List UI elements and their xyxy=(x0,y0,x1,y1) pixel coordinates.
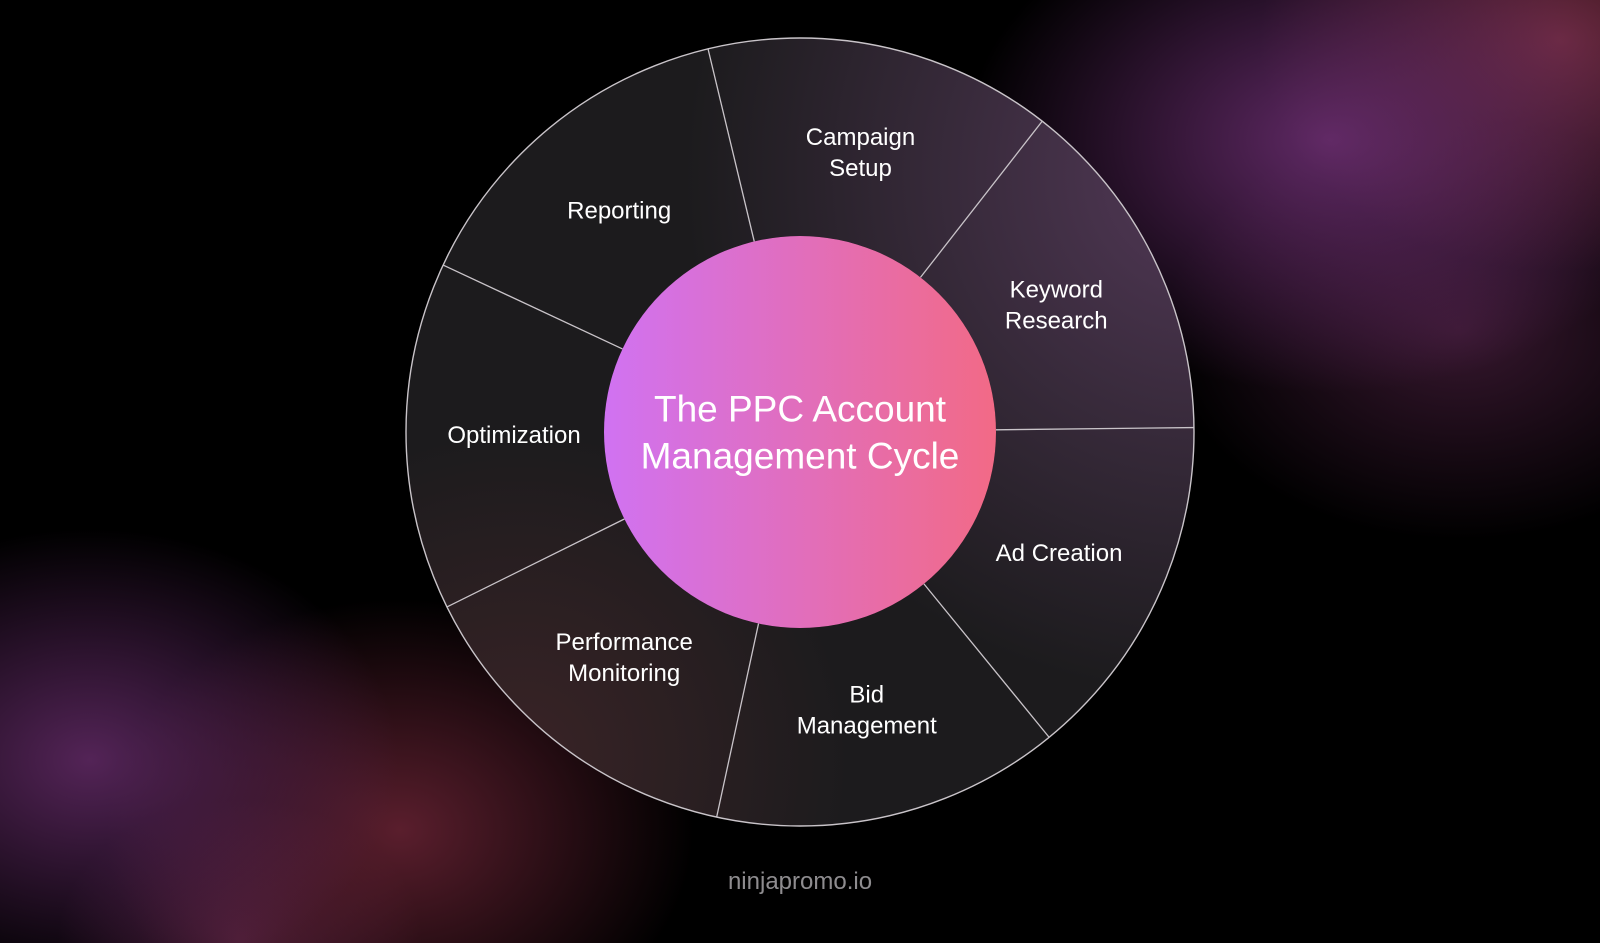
segment-shade xyxy=(716,583,1050,827)
segment-divider xyxy=(995,426,1194,431)
segment-shade xyxy=(443,48,755,349)
segment-label-line: Campaign xyxy=(806,124,915,151)
segment-label: Optimization xyxy=(447,422,580,449)
segment-label-line: Reporting xyxy=(567,197,671,224)
segment-label-line: Ad Creation xyxy=(996,540,1123,567)
segment-shade xyxy=(708,38,1043,278)
segment-shade xyxy=(920,121,1194,430)
segment-label-line: Setup xyxy=(829,155,892,182)
segment-divider xyxy=(707,48,755,242)
segment-label-line: Performance xyxy=(556,629,693,656)
outer-ring xyxy=(405,37,1195,827)
segment-divider xyxy=(446,518,625,608)
center-disc xyxy=(604,236,996,628)
center-title-line: Management Cycle xyxy=(641,436,960,477)
segment-shade xyxy=(406,265,625,607)
segment-divider xyxy=(923,583,1050,738)
segment-shade xyxy=(446,519,759,818)
segment-divider xyxy=(919,120,1043,278)
segment-label-line: Management xyxy=(797,713,937,740)
center-title-line: The PPC Account xyxy=(654,389,947,430)
segment-dividers xyxy=(442,48,1194,818)
segment-label-line: Bid xyxy=(849,682,884,709)
footer-brand-text: ninjapromo.io xyxy=(727,868,873,895)
segment-shade xyxy=(923,427,1194,738)
segment-label-line: Research xyxy=(1005,308,1108,335)
segment-label: Reporting xyxy=(567,197,671,224)
segments-layer xyxy=(406,38,1194,827)
segment-label: Ad Creation xyxy=(996,540,1123,567)
segment-divider xyxy=(442,264,623,350)
segment-label-line: Keyword xyxy=(1010,277,1103,304)
segment-divider xyxy=(716,623,760,818)
segment-label-line: Optimization xyxy=(447,422,580,449)
segment-label-line: Monitoring xyxy=(568,660,680,687)
